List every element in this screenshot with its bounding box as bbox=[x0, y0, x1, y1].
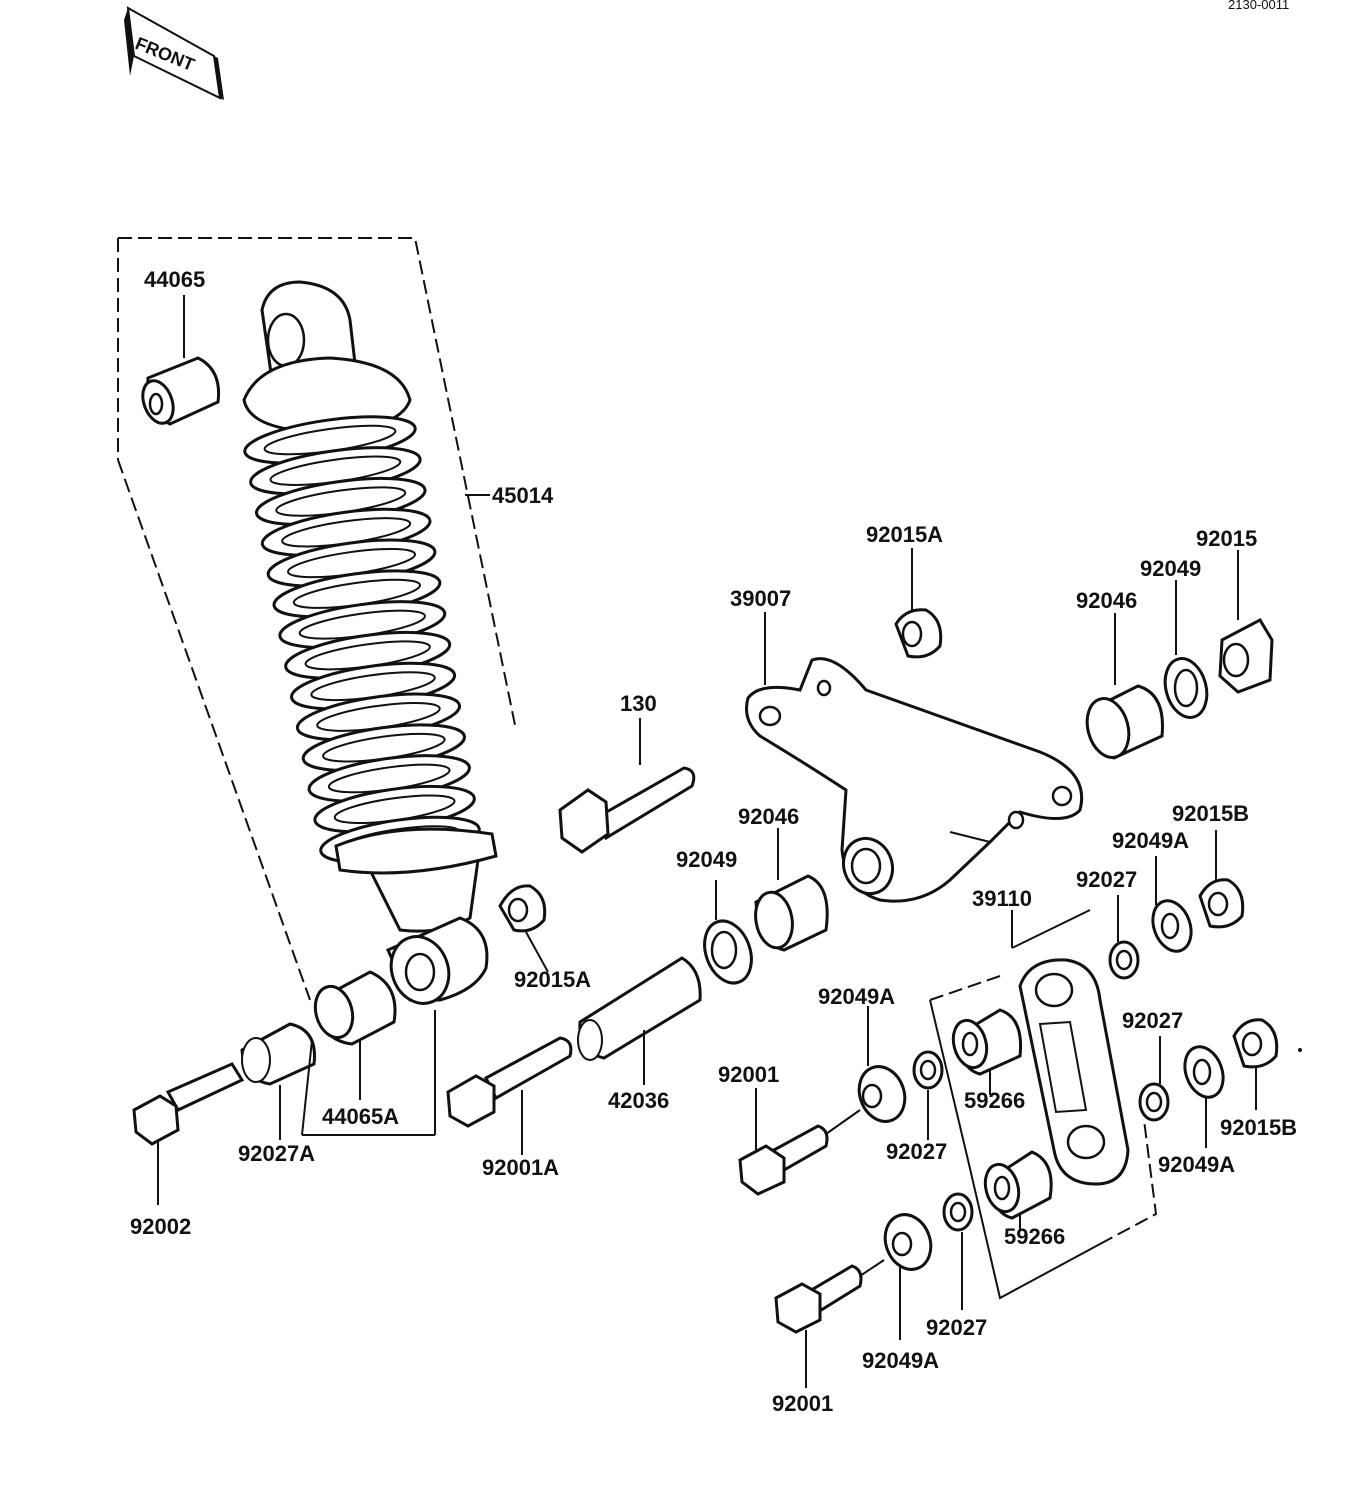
label-39007: 39007 bbox=[730, 586, 791, 611]
nut-92015-top bbox=[1218, 550, 1274, 694]
bearing-92046-mid bbox=[754, 828, 829, 952]
label-92001A: 92001A bbox=[482, 1155, 559, 1180]
nut-92027-mid bbox=[912, 1050, 944, 1140]
label-92001-low: 92001 bbox=[772, 1391, 833, 1416]
bushing-44065 bbox=[141, 295, 221, 426]
bolt-92001-mid bbox=[738, 1088, 861, 1196]
nut-92027-right-mid bbox=[1138, 1036, 1170, 1122]
label-92049A-low: 92049A bbox=[862, 1348, 939, 1373]
label-92027-right: 92027 bbox=[1076, 867, 1137, 892]
seal-92049-mid bbox=[703, 880, 753, 985]
label-92027-low: 92027 bbox=[926, 1315, 987, 1340]
nut-92015A-mid bbox=[498, 884, 549, 973]
label-92049A-right2: 92049A bbox=[1158, 1152, 1235, 1177]
label-44065A: 44065A bbox=[322, 1104, 399, 1129]
collar-59266-lower bbox=[983, 1150, 1053, 1230]
washer-92049A-right-top bbox=[1151, 856, 1193, 953]
label-59266-a: 59266 bbox=[964, 1088, 1025, 1113]
nut-92027-right-top bbox=[1108, 895, 1140, 980]
label-92049A-right: 92049A bbox=[1112, 828, 1189, 853]
spacer-92027A bbox=[240, 1022, 316, 1140]
shock-absorber-45014 bbox=[242, 280, 498, 1075]
label-39110: 39110 bbox=[972, 886, 1032, 911]
label-92015B-right2: 92015B bbox=[1220, 1115, 1297, 1140]
sleeve-42036 bbox=[577, 956, 702, 1085]
bolt-92001A bbox=[446, 1036, 573, 1155]
nut-92015B-right-mid bbox=[1232, 1018, 1302, 1110]
label-92015-top: 92015 bbox=[1196, 526, 1257, 551]
washer-92049A-low bbox=[883, 1213, 933, 1340]
label-92015A-top: 92015A bbox=[866, 522, 943, 547]
tie-rod-39110 bbox=[1011, 909, 1130, 1186]
bearing-92046-top bbox=[1085, 613, 1164, 760]
label-92027-mid: 92027 bbox=[886, 1139, 947, 1164]
washer-92049A-mid bbox=[857, 1006, 907, 1123]
collar-44065A bbox=[313, 970, 397, 1100]
doc-code: 2130-0011 bbox=[1228, 0, 1289, 12]
label-92049-top: 92049 bbox=[1140, 556, 1201, 581]
label-92049A-mid: 92049A bbox=[818, 984, 895, 1009]
label-44065: 44065 bbox=[144, 267, 205, 292]
label-92046-mid: 92046 bbox=[738, 804, 799, 829]
washer-92049A-right-mid bbox=[1183, 1045, 1225, 1148]
front-direction-badge: FRONT bbox=[124, 6, 224, 100]
nut-92015B-right-top bbox=[1198, 830, 1245, 929]
label-92015B-right: 92015B bbox=[1172, 801, 1249, 826]
shock-assembly-bracket bbox=[117, 237, 516, 1001]
label-92015A-mid: 92015A bbox=[514, 967, 591, 992]
label-92027A: 92027A bbox=[238, 1141, 315, 1166]
label-59266-b: 59266 bbox=[1004, 1224, 1065, 1249]
nut-92027-low bbox=[942, 1192, 974, 1310]
label-45014: 45014 bbox=[492, 483, 554, 508]
bottom-left-bracket bbox=[301, 1039, 436, 1136]
nut-92015A-top bbox=[894, 548, 943, 659]
seal-92049-top bbox=[1163, 580, 1209, 719]
bolt-92002 bbox=[132, 1062, 245, 1205]
label-42036: 42036 bbox=[608, 1088, 669, 1113]
label-92002: 92002 bbox=[130, 1214, 191, 1239]
bolt-92001-low bbox=[774, 1259, 885, 1388]
label-130: 130 bbox=[620, 691, 657, 716]
label-92046-top: 92046 bbox=[1076, 588, 1137, 613]
rocker-arm-39007 bbox=[745, 612, 1084, 903]
linkage-bracket bbox=[929, 975, 1158, 1300]
label-92001-mid: 92001 bbox=[718, 1062, 779, 1087]
label-92027-right2: 92027 bbox=[1122, 1008, 1183, 1033]
label-92049-mid: 92049 bbox=[676, 847, 737, 872]
collar-59266-upper bbox=[951, 1008, 1023, 1095]
bolt-130 bbox=[558, 718, 696, 854]
